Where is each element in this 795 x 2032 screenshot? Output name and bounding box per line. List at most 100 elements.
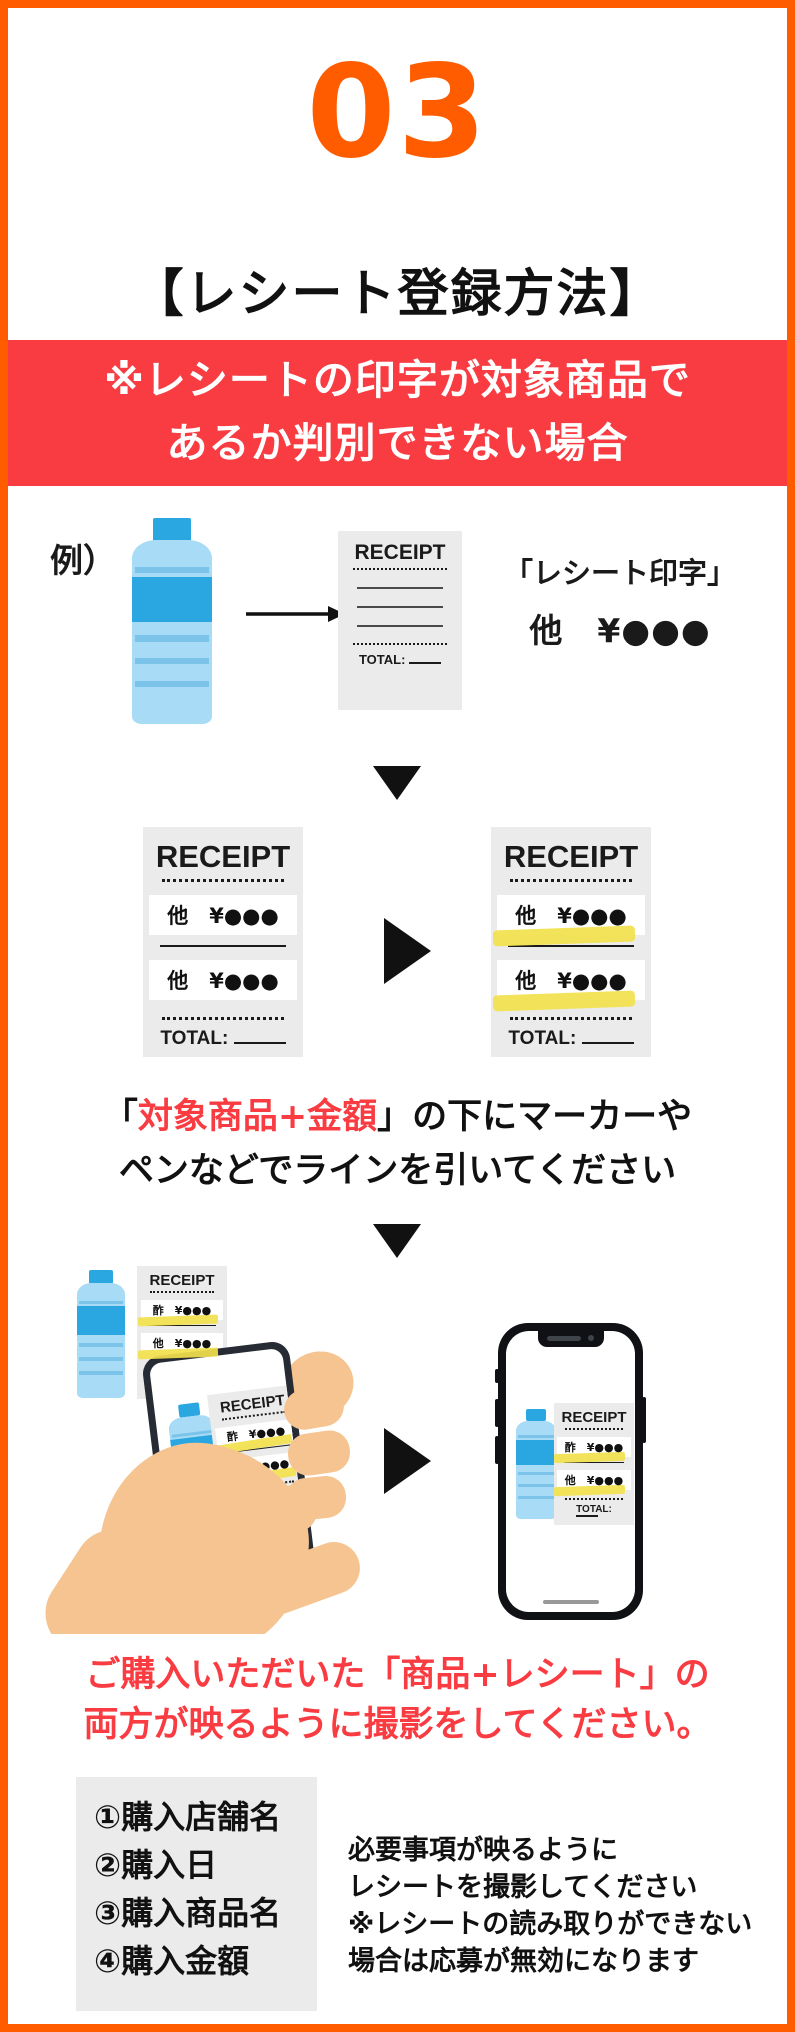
- photo-scene-illustration: RECEIPT 酢 ¥●●● 他 ¥●●● TOTAL:: [0, 1262, 795, 1634]
- bottle-ring: [135, 567, 209, 573]
- water-bottle-illustration: [77, 1270, 125, 1398]
- smartphone-illustration: RECEIPT 酢 ¥●●● 他 ¥●●● TOTAL:: [495, 1323, 646, 1620]
- water-bottle-illustration: [132, 518, 212, 724]
- banner-line-1: ※レシートの印字が対象商品で: [104, 356, 691, 404]
- bottle-ridge: [517, 1495, 555, 1500]
- receipt-dotted-line: [510, 1017, 632, 1020]
- phone-side-button: [495, 1399, 499, 1427]
- receipt-row-highlighted: 他 ¥●●●: [137, 1333, 224, 1360]
- warning-banner: ※レシートの印字が対象商品で あるか判別できない場合: [0, 340, 795, 486]
- bottle-ridge: [517, 1483, 555, 1488]
- bottle-ridge: [135, 658, 209, 665]
- bottle-label: [132, 576, 212, 623]
- shooting-note-line: 場合は応募が無効になります: [348, 1946, 699, 1977]
- receipt-row-highlighted: 他 ¥●●●: [492, 960, 645, 1012]
- receipt-illustration-highlighted: RECEIPT 酢 ¥●●● 他 ¥●●● TOTAL:: [554, 1403, 634, 1525]
- required-items-box: ①購入店舗名 ②購入日 ③購入商品名 ④購入金額: [76, 1777, 317, 2011]
- receipt-dotted-line: [353, 643, 447, 645]
- marker-instruction-line-1: 「対象商品+金額」の下にマーカーや: [102, 1097, 693, 1137]
- phone-side-button: [642, 1397, 646, 1443]
- receipt-line: [357, 606, 443, 608]
- receipt-total: TOTAL:: [359, 652, 442, 667]
- bottle-ridge: [135, 680, 209, 687]
- triangle-right-icon: [384, 918, 431, 984]
- receipt-dotted-line: [353, 568, 447, 570]
- step-number: 03: [306, 38, 489, 187]
- home-indicator: [542, 1600, 599, 1604]
- triangle-down-icon: [373, 766, 421, 800]
- right-arrow-icon: [246, 606, 345, 622]
- example-caption-line-2: 他 ¥●●●: [529, 611, 711, 650]
- receipt-dotted-line: [510, 879, 632, 882]
- receipt-title: RECEIPT: [503, 839, 639, 874]
- checklist-item: ①購入店舗名: [94, 1798, 282, 1836]
- phone-notch: [537, 1331, 604, 1347]
- speaker-slit: [546, 1336, 581, 1341]
- shooting-note-line: 必要事項が映るように: [348, 1835, 618, 1866]
- receipt-dotted-line: [162, 1017, 284, 1020]
- receipt-illustration-highlighted: RECEIPT 他 ¥●●● 他 ¥●●● TOTAL:: [491, 827, 651, 1057]
- shooting-note-line: レシートを撮影してください: [348, 1872, 698, 1903]
- total-blank-line: [581, 1042, 634, 1044]
- bottle-cap: [152, 518, 192, 541]
- checklist-item: ②購入日: [94, 1846, 218, 1884]
- marker-instruction-line-2: ペンなどでラインを引いてください: [118, 1151, 677, 1191]
- receipt-row-highlighted: 酢 ¥●●●: [137, 1300, 224, 1327]
- receipt-title: RECEIPT: [149, 1272, 215, 1289]
- checklist-item: ③購入商品名: [94, 1894, 282, 1932]
- yellow-marker-line: [492, 990, 636, 1012]
- total-blank-line: [576, 1515, 599, 1517]
- yellow-marker-line: [492, 925, 636, 947]
- receipt-illustration-plain: RECEIPT 他 ¥●●● 他 ¥●●● TOTAL:: [143, 827, 303, 1057]
- receipt-dotted-line: [149, 1291, 215, 1293]
- photo-instruction: ご購入いただいた「商品+レシート」の 両方が映るように撮影をしてください。: [0, 1650, 795, 1750]
- receipt-dotted-line: [565, 1498, 623, 1500]
- total-blank-line: [233, 1042, 286, 1044]
- receipt-divider: [160, 945, 286, 947]
- bottle-label: [516, 1440, 556, 1465]
- triangle-down-icon: [373, 1224, 421, 1258]
- phone-side-button: [495, 1369, 499, 1383]
- receipt-divider: [508, 945, 634, 947]
- receipt-total: TOTAL:: [508, 1028, 634, 1050]
- receipt-title: RECEIPT: [561, 1409, 627, 1426]
- receipt-total: TOTAL:: [576, 1504, 612, 1517]
- receipt-divider: [147, 1325, 217, 1326]
- receipt-total: TOTAL:: [160, 1028, 286, 1050]
- banner-line-2: あるか判別できない場合: [166, 419, 629, 467]
- bottle-label: [77, 1306, 125, 1335]
- receipt-dotted-line: [565, 1428, 623, 1430]
- bottle-ridge: [517, 1471, 555, 1475]
- receipt-divider: [563, 1462, 625, 1463]
- phone-side-button: [495, 1436, 499, 1464]
- shooting-note-line: ※レシートの読み取りができない: [348, 1909, 753, 1940]
- bottle-ring: [78, 1300, 124, 1305]
- receipt-line: [357, 625, 443, 627]
- shooting-note: 必要事項が映るように レシートを撮影してください ※レシートの読み取りができない…: [348, 1832, 768, 1980]
- marker-instruction-highlight: 対象商品+金額: [137, 1097, 378, 1137]
- water-bottle-illustration: [516, 1409, 556, 1519]
- receipt-illustration-example: RECEIPT TOTAL:: [338, 531, 462, 710]
- receipt-row-highlighted: 酢 ¥●●●: [554, 1437, 631, 1464]
- receipt-row: 他 ¥●●●: [149, 960, 297, 1000]
- page-title: 【レシート登録方法】: [132, 265, 663, 324]
- example-caption-line-1: 「レシート印字」: [503, 556, 736, 590]
- example-caption: 「レシート印字」 他 ¥●●●: [468, 550, 772, 652]
- marker-instruction: 「対象商品+金額」の下にマーカーや ペンなどでラインを引いてください: [0, 1090, 795, 1198]
- bottle-ridge: [78, 1371, 124, 1375]
- receipt-row-highlighted: 他 ¥●●●: [554, 1470, 631, 1497]
- bottle-ring: [517, 1435, 555, 1439]
- receipt-title: RECEIPT: [354, 541, 446, 564]
- example-label: 例）: [50, 541, 116, 580]
- receipt-title: RECEIPT: [155, 839, 291, 874]
- receipt-row-highlighted: 酢 ¥●●●: [213, 1418, 298, 1456]
- bottle-ridge: [135, 635, 209, 642]
- bottle-ridge: [78, 1357, 124, 1361]
- photo-instruction-line-2: 両方が映るように撮影をしてください。: [83, 1705, 712, 1745]
- receipt-row-highlighted: 他 ¥●●●: [492, 895, 645, 947]
- phone-screen: RECEIPT 酢 ¥●●● 他 ¥●●● TOTAL:: [506, 1331, 635, 1612]
- bottle-cap: [526, 1409, 546, 1422]
- bottle-ridge: [78, 1342, 124, 1347]
- receipt-dotted-line: [162, 879, 284, 882]
